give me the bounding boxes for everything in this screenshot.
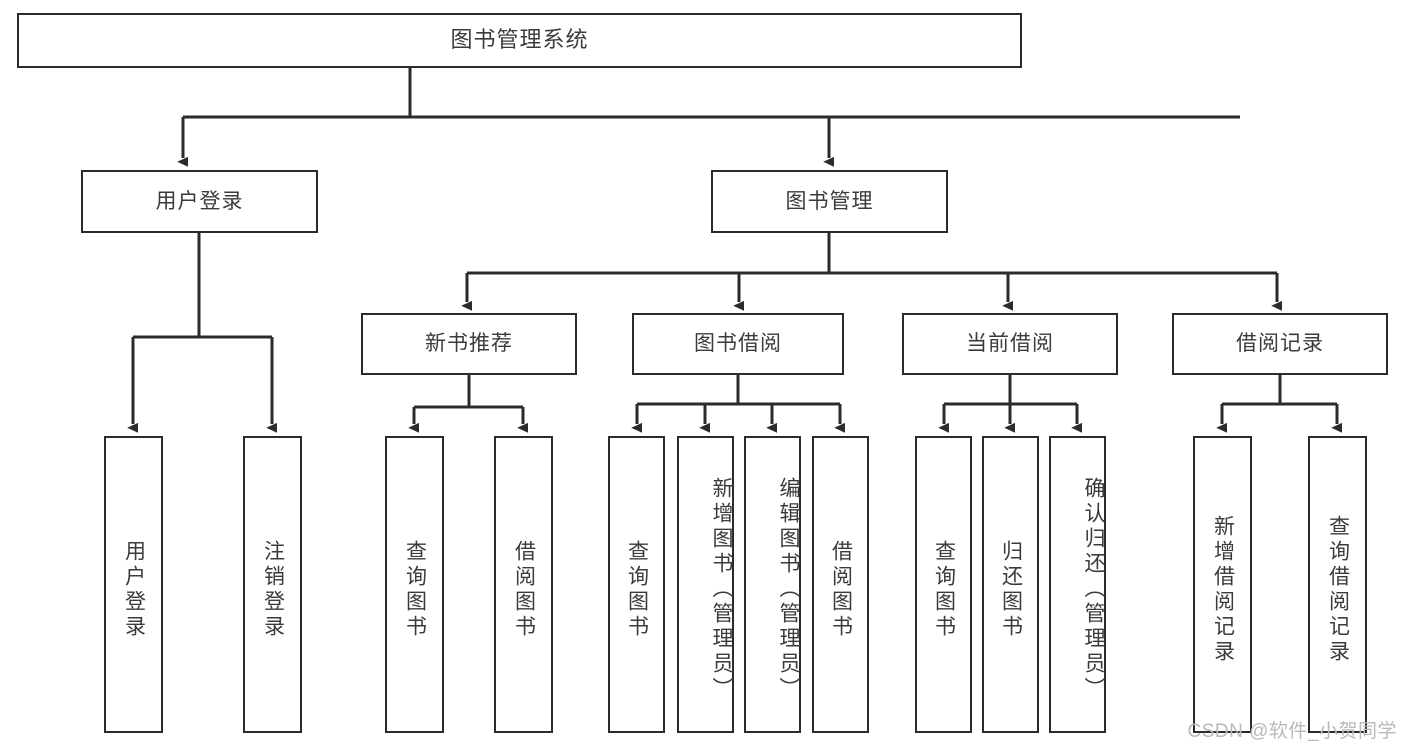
node-level2-book-borrowing[interactable]: 图书借阅 [632,313,844,375]
node-leaf-edit-book-admin[interactable]: 编辑图书（管理员） [744,436,801,733]
node-leaf-return-books[interactable]: 归还图书 [982,436,1039,733]
node-level2-current-borrowing[interactable]: 当前借阅 [902,313,1118,375]
node-leaf-borrow-books[interactable]: 借阅图书 [812,436,869,733]
node-leaf-query-borrow-record[interactable]: 查询借阅记录 [1308,436,1367,733]
node-root[interactable]: 图书管理系统 [17,13,1022,68]
node-leaf-user-login[interactable]: 用户登录 [104,436,163,733]
node-leaf-add-borrow-record[interactable]: 新增借阅记录 [1193,436,1252,733]
node-level1-book-management[interactable]: 图书管理 [711,170,948,233]
node-level2-borrowing-records[interactable]: 借阅记录 [1172,313,1388,375]
node-leaf-borrow-books-newbook[interactable]: 借阅图书 [494,436,553,733]
node-leaf-logout[interactable]: 注销登录 [243,436,302,733]
node-leaf-confirm-return-admin[interactable]: 确认归还（管理员） [1049,436,1106,733]
node-leaf-query-books-borrowing[interactable]: 查询图书 [608,436,665,733]
node-leaf-add-book-admin[interactable]: 新增图书（管理员） [677,436,734,733]
node-leaf-query-books-newbook[interactable]: 查询图书 [385,436,444,733]
node-leaf-query-books-current[interactable]: 查询图书 [915,436,972,733]
node-level1-user-login[interactable]: 用户登录 [81,170,318,233]
csdn-watermark: CSDN @软件_小贺同学 [1187,721,1397,742]
node-level2-new-book-recommendation[interactable]: 新书推荐 [361,313,577,375]
